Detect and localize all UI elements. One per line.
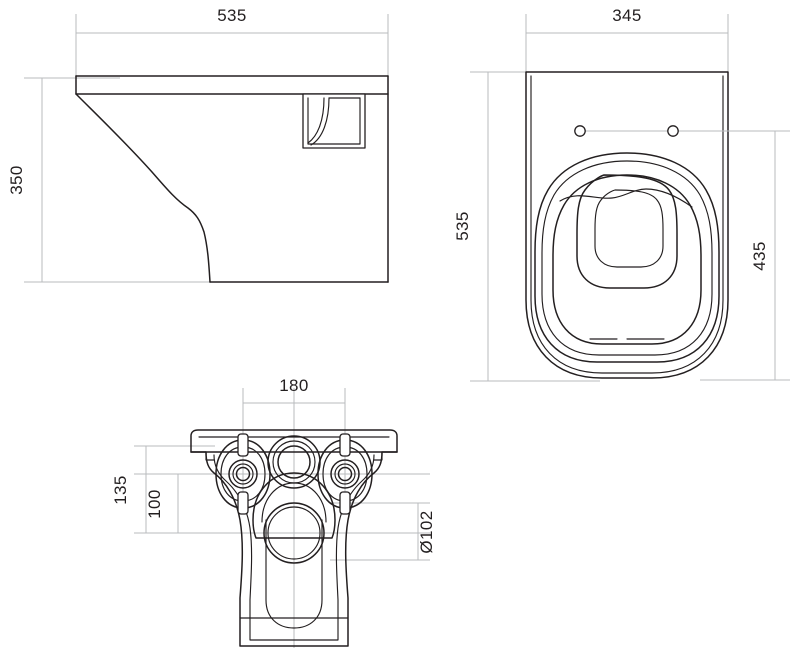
dim-label-350-side: 350 [7,165,26,195]
side-elevation-view: 535 350 [7,6,389,283]
bolt-hole-left-outer [228,459,258,489]
rear-body-inner-offset [213,454,375,641]
top-bowl-back-shelf [559,188,693,208]
top-trap-aperture-inner [594,189,664,268]
dimension-top-width [525,14,729,75]
dim-label-180-rear: 180 [279,376,309,395]
bolt-slot-left-top [237,433,249,457]
bracket-curve-outer [307,97,325,144]
rear-notch-left [205,451,215,461]
dim-label-345-top: 345 [612,6,642,25]
dimension-side-width [75,14,389,80]
rear-bowl-hump [252,472,336,539]
rear-notch-right [373,451,383,461]
flush-inlet-bore [277,445,311,479]
seat-fixing-hole-right [667,125,679,137]
bolt-slot-right-top [339,433,351,457]
bolt-hole-right-mid [334,463,356,485]
side-rim-lower-edge [75,75,389,95]
rear-body-silhouette [190,451,398,647]
waste-outlet-outer [263,502,325,564]
waste-outlet-inner [267,506,321,560]
dimension-side-height [24,77,230,283]
dim-label-135-rear: 135 [111,475,130,505]
top-bowl-opening [552,174,702,345]
dim-label-102-rear: Ø102 [417,510,436,553]
rear-bowl-hump-inner [261,482,327,523]
dim-label-100-rear: 100 [145,489,164,519]
dimension-top-length [470,71,600,382]
dimension-top-seat-length [672,130,790,381]
dim-label-435-top: 435 [750,241,769,271]
top-outer-outline [525,71,729,379]
bolt-hole-left-mid [232,463,254,485]
side-wall-bracket-detail [302,93,366,149]
bolt-boss-right [317,433,373,515]
top-trap-aperture-outer [576,174,678,289]
bolt-hole-right-bore [337,466,353,482]
dim-label-535-side: 535 [217,6,247,25]
top-rim-outer-contour [534,152,720,363]
side-underside-scurve [75,93,211,283]
bolt-slot-right-bottom [339,491,351,515]
rear-top-flange [190,429,398,453]
rear-underside-view: 180 135 100 Ø102 [111,376,436,648]
bolt-slot-left-bottom [237,491,249,515]
dim-label-535-top: 535 [453,211,472,241]
rear-trap-pocket [265,519,323,629]
bolt-hole-right-outer [330,459,360,489]
bolt-hole-left-bore [235,466,251,482]
seat-fixing-hole-left [574,125,586,137]
top-plan-view: 345 535 435 [453,6,790,382]
bracket-curve-inner [310,97,330,146]
top-rim-second-contour [541,160,713,356]
bolt-boss-left [215,433,271,515]
top-outer-inner-offset [530,75,724,374]
